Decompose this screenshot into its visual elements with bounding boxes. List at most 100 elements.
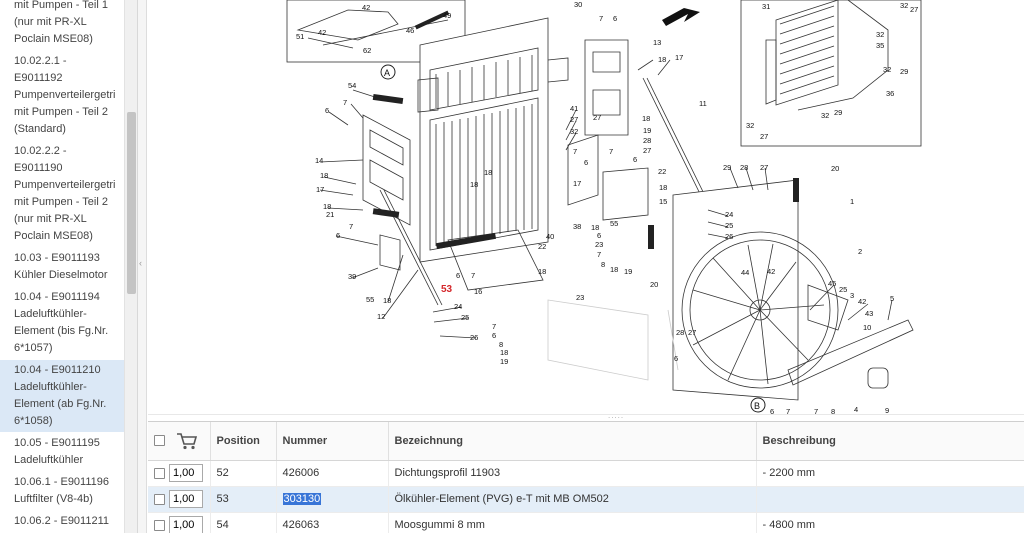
position-label[interactable]: 29 bbox=[723, 163, 731, 172]
position-label[interactable]: 7 bbox=[471, 271, 475, 280]
position-label[interactable]: 27 bbox=[643, 146, 651, 155]
position-label[interactable]: 6 bbox=[492, 331, 496, 340]
position-label[interactable]: 18 bbox=[470, 180, 478, 189]
position-label[interactable]: 15 bbox=[659, 197, 667, 206]
position-label[interactable]: 39 bbox=[348, 272, 356, 281]
position-label[interactable]: 17 bbox=[316, 185, 324, 194]
position-label[interactable]: 12 bbox=[377, 312, 385, 321]
position-label[interactable]: 7 bbox=[573, 147, 577, 156]
position-label[interactable]: 42 bbox=[767, 267, 775, 276]
position-label[interactable]: 44 bbox=[741, 268, 749, 277]
position-label[interactable]: 45 bbox=[828, 279, 836, 288]
position-label[interactable]: 18 bbox=[642, 114, 650, 123]
position-label[interactable]: 6 bbox=[597, 231, 601, 240]
position-label[interactable]: 27 bbox=[760, 163, 768, 172]
position-label[interactable]: 6 bbox=[613, 14, 617, 23]
position-label[interactable]: 5 bbox=[890, 294, 894, 303]
position-label[interactable]: 41 bbox=[570, 104, 578, 113]
position-label[interactable]: 7 bbox=[786, 407, 790, 416]
position-label[interactable]: 25 bbox=[725, 221, 733, 230]
position-label[interactable]: 31 bbox=[762, 2, 770, 11]
row-checkbox[interactable] bbox=[154, 493, 165, 505]
header-nummer[interactable]: Nummer bbox=[276, 422, 389, 461]
position-label[interactable]: 22 bbox=[538, 242, 546, 251]
chevron-left-icon[interactable]: ‹ bbox=[139, 258, 142, 268]
position-label[interactable]: 17 bbox=[573, 179, 581, 188]
sidebar-scrollbar[interactable] bbox=[124, 0, 137, 533]
position-label[interactable]: 42 bbox=[318, 28, 326, 37]
position-label[interactable]: 3 bbox=[850, 291, 854, 300]
position-label[interactable]: 35 bbox=[876, 41, 884, 50]
position-label[interactable]: 19 bbox=[643, 126, 651, 135]
position-label[interactable]: 32 bbox=[900, 1, 908, 10]
drawing-resize-handle[interactable]: ..... bbox=[148, 411, 1024, 420]
position-label[interactable]: 55 bbox=[366, 295, 374, 304]
position-label[interactable]: 49 bbox=[443, 11, 451, 20]
position-label[interactable]: 19 bbox=[624, 267, 632, 276]
position-label[interactable]: 27 bbox=[688, 328, 696, 337]
table-row-selected[interactable]: 53 303130 Ölkühler-Element (PVG) e-T mit… bbox=[148, 486, 1024, 513]
row-checkbox[interactable] bbox=[154, 467, 165, 479]
position-label[interactable]: 17 bbox=[675, 53, 683, 62]
position-label[interactable]: 18 bbox=[383, 296, 391, 305]
position-label[interactable]: 55 bbox=[610, 219, 618, 228]
position-label[interactable]: 7 bbox=[609, 147, 613, 156]
position-label[interactable]: 8 bbox=[601, 260, 605, 269]
callout-b[interactable]: B bbox=[750, 397, 766, 413]
position-label[interactable]: 21 bbox=[326, 210, 334, 219]
shopping-cart-icon[interactable] bbox=[176, 432, 198, 450]
position-label[interactable]: 18 bbox=[591, 223, 599, 232]
select-all-checkbox[interactable] bbox=[154, 435, 165, 447]
position-label[interactable]: 32 bbox=[876, 30, 884, 39]
position-label[interactable]: 18 bbox=[484, 168, 492, 177]
position-label[interactable]: 40 bbox=[546, 232, 554, 241]
position-label[interactable]: 26 bbox=[725, 232, 733, 241]
header-beschreibung[interactable]: Beschreibung bbox=[756, 422, 1024, 461]
position-label[interactable]: 32 bbox=[883, 65, 891, 74]
position-label[interactable]: 7 bbox=[597, 250, 601, 259]
cell-nummer[interactable]: 303130 bbox=[276, 486, 389, 513]
position-label[interactable]: 6 bbox=[456, 271, 460, 280]
header-position[interactable]: Position bbox=[210, 422, 277, 461]
position-label[interactable]: 8 bbox=[831, 407, 835, 416]
position-label[interactable]: 51 bbox=[296, 32, 304, 41]
position-label[interactable]: 20 bbox=[831, 164, 839, 173]
position-label[interactable]: 22 bbox=[658, 167, 666, 176]
position-label[interactable]: 10 bbox=[863, 323, 871, 332]
position-label[interactable]: 9 bbox=[885, 406, 889, 415]
position-label[interactable]: 7 bbox=[343, 98, 347, 107]
position-label[interactable]: 6 bbox=[584, 158, 588, 167]
position-label[interactable]: 27 bbox=[760, 132, 768, 141]
position-label[interactable]: 7 bbox=[349, 222, 353, 231]
position-label[interactable]: 30 bbox=[574, 0, 582, 9]
position-label[interactable]: 14 bbox=[315, 156, 323, 165]
position-label[interactable]: 32 bbox=[746, 121, 754, 130]
position-label[interactable]: 27 bbox=[593, 113, 601, 122]
position-label[interactable]: 28 bbox=[643, 136, 651, 145]
selected-part-number[interactable]: 303130 bbox=[282, 493, 322, 505]
position-label[interactable]: 6 bbox=[674, 354, 678, 363]
quantity-input[interactable] bbox=[169, 464, 203, 482]
position-label[interactable]: 18 bbox=[323, 202, 331, 211]
position-label[interactable]: 32 bbox=[821, 111, 829, 120]
position-label[interactable]: 42 bbox=[362, 3, 370, 12]
position-label[interactable]: 13 bbox=[653, 38, 661, 47]
position-label[interactable]: 7 bbox=[814, 407, 818, 416]
position-label[interactable]: 42 bbox=[858, 297, 866, 306]
quantity-input[interactable] bbox=[169, 516, 203, 533]
position-label[interactable]: 24 bbox=[454, 302, 462, 311]
position-label[interactable]: 24 bbox=[725, 210, 733, 219]
position-label[interactable]: 38 bbox=[573, 222, 581, 231]
position-label[interactable]: 6 bbox=[770, 407, 774, 416]
position-label[interactable]: 28 bbox=[676, 328, 684, 337]
position-label[interactable]: 16 bbox=[474, 287, 482, 296]
position-label[interactable]: 32 bbox=[570, 127, 578, 136]
position-label[interactable]: 1 bbox=[850, 197, 854, 206]
position-label[interactable]: 18 bbox=[500, 348, 508, 357]
